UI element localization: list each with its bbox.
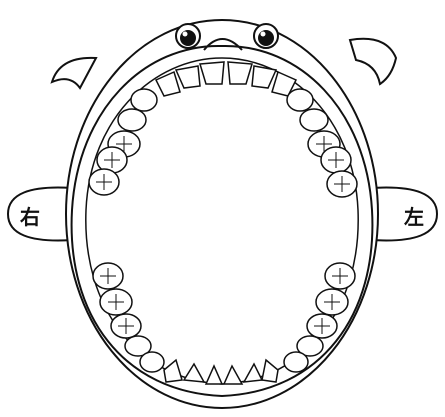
hair-left xyxy=(52,58,96,88)
tooth xyxy=(140,352,164,372)
tooth xyxy=(131,89,157,111)
mouth-outline xyxy=(72,46,373,396)
tooth xyxy=(118,109,146,131)
tooth xyxy=(287,89,313,111)
right-side-tab: 右 xyxy=(8,188,72,241)
tooth xyxy=(284,352,308,372)
hair-right xyxy=(350,39,396,84)
right-side-label: 右 xyxy=(20,205,40,229)
left-side-label: 左 xyxy=(404,205,424,229)
eye-icon-right xyxy=(176,24,200,48)
tooth xyxy=(300,109,328,131)
left-side-tab: 左 xyxy=(372,188,437,241)
eye-icon-left xyxy=(254,24,278,48)
